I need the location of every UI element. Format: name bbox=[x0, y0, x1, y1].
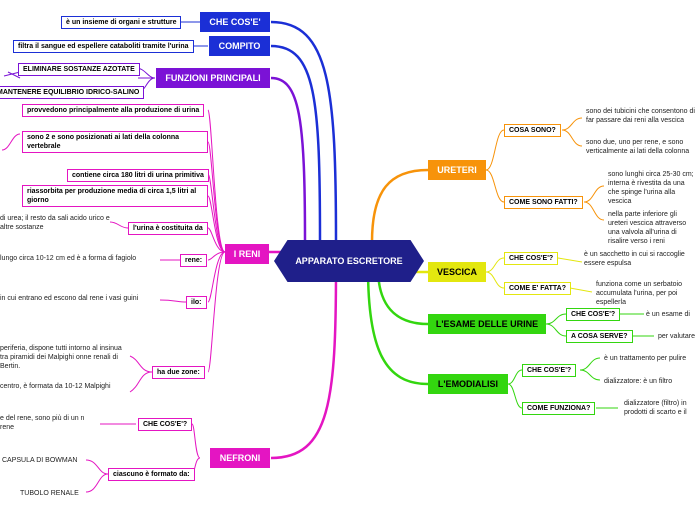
branch-che-cose[interactable]: CHE COS'E' bbox=[200, 12, 270, 32]
reni-b8-text2[interactable]: centro, è formata da 10-12 Malpighi bbox=[0, 383, 111, 390]
vescica-fatta-text[interactable]: funziona come un serbatoio accumulata l'… bbox=[596, 281, 682, 306]
reni-b8[interactable]: ha due zone: bbox=[152, 366, 205, 379]
emodialisi-come-text[interactable]: dializzatore (filtro) in prodotti di sca… bbox=[624, 400, 687, 416]
reni-b2[interactable]: sono 2 e sono posizionati ai lati della … bbox=[22, 131, 208, 153]
branch-compito[interactable]: COMPITO bbox=[209, 36, 270, 56]
branch-vescica[interactable]: VESCICA bbox=[428, 262, 486, 282]
reni-b4[interactable]: riassorbita per produzione media di circ… bbox=[22, 185, 208, 207]
ureteri-cosa-text1[interactable]: sono dei tubicini che consentono di far … bbox=[586, 108, 695, 124]
branch-nefroni[interactable]: NEFRONI bbox=[210, 448, 270, 468]
branch-reni[interactable]: I RENI bbox=[225, 244, 269, 264]
vescica-che-text[interactable]: è un sacchetto in cui si raccoglie esser… bbox=[584, 251, 685, 267]
branch-funzioni[interactable]: FUNZIONI PRINCIPALI bbox=[156, 68, 270, 88]
emodialisi-che-text2[interactable]: dializzatore: è un filtro bbox=[604, 378, 673, 385]
reni-b6-text[interactable]: lungo circa 10-12 cm ed è a forma di fag… bbox=[0, 255, 137, 262]
emodialisi-che[interactable]: CHE COS'E'? bbox=[522, 364, 577, 377]
reni-b5[interactable]: l'urina è costituita da bbox=[128, 222, 208, 235]
reni-b6[interactable]: rene: bbox=[180, 254, 208, 267]
ureteri-fatti-text1[interactable]: sono lunghi circa 25-30 cm; interna è ri… bbox=[608, 171, 694, 205]
branch-emodialisi[interactable]: L'EMODIALISI bbox=[428, 374, 508, 394]
reni-b7-text[interactable]: in cui entrano ed escono dal rene i vasi… bbox=[0, 295, 139, 302]
reni-b1[interactable]: provvedono principalmente alla produzion… bbox=[22, 104, 205, 117]
branch-esame[interactable]: L'ESAME DELLE URINE bbox=[428, 314, 546, 334]
ureteri-fatti-text2[interactable]: nella parte inferiore gli ureteri vescic… bbox=[608, 211, 687, 245]
che-cose-text[interactable]: è un insieme di organi e strutture bbox=[61, 16, 182, 29]
reni-b7[interactable]: ilo: bbox=[186, 296, 207, 309]
vescica-che[interactable]: CHE COS'E'? bbox=[504, 252, 559, 265]
nefroni-item-1[interactable]: CAPSULA DI BOWMAN bbox=[2, 457, 78, 464]
ureteri-cosa-text2[interactable]: sono due, uno per rene, e sono verticalm… bbox=[586, 139, 690, 155]
branch-ureteri[interactable]: URETERI bbox=[428, 160, 486, 180]
ureteri-fatti[interactable]: COME SONO FATTI? bbox=[504, 196, 583, 209]
nefroni-che-text[interactable]: e del rene, sono più di un n rene bbox=[0, 415, 85, 431]
esame-che-text[interactable]: è un esame di bbox=[646, 311, 690, 318]
nefroni-item-2[interactable]: TUBOLO RENALE bbox=[20, 490, 79, 497]
compito-text[interactable]: filtra il sangue ed espellere cataboliti… bbox=[13, 40, 194, 53]
emodialisi-che-text1[interactable]: è un trattamento per pulire bbox=[604, 355, 687, 362]
funzione-item-1[interactable]: ELIMINARE SOSTANZE AZOTATE bbox=[18, 63, 140, 76]
vescica-fatta[interactable]: COME E' FATTA? bbox=[504, 282, 572, 295]
reni-b8-text1[interactable]: periferia, dispone tutti intorno al insi… bbox=[0, 345, 122, 370]
nefroni-formato[interactable]: ciascuno è formato da: bbox=[108, 468, 195, 481]
center-topic[interactable]: APPARATO ESCRETORE bbox=[274, 240, 424, 282]
nefroni-che[interactable]: CHE COS'E'? bbox=[138, 418, 193, 431]
esame-serve[interactable]: A COSA SERVE? bbox=[566, 330, 633, 343]
esame-serve-text[interactable]: per valutare bbox=[658, 333, 695, 340]
funzione-item-2[interactable]: MANTENERE EQUILIBRIO IDRICO-SALINO bbox=[0, 86, 145, 99]
reni-b5-text[interactable]: di urea; il resto da sali acido urico e … bbox=[0, 215, 110, 231]
esame-che[interactable]: CHE COS'E'? bbox=[566, 308, 621, 321]
reni-b3[interactable]: contiene circa 180 litri di urina primit… bbox=[67, 169, 209, 182]
emodialisi-come[interactable]: COME FUNZIONA? bbox=[522, 402, 596, 415]
ureteri-cosa[interactable]: COSA SONO? bbox=[504, 124, 561, 137]
